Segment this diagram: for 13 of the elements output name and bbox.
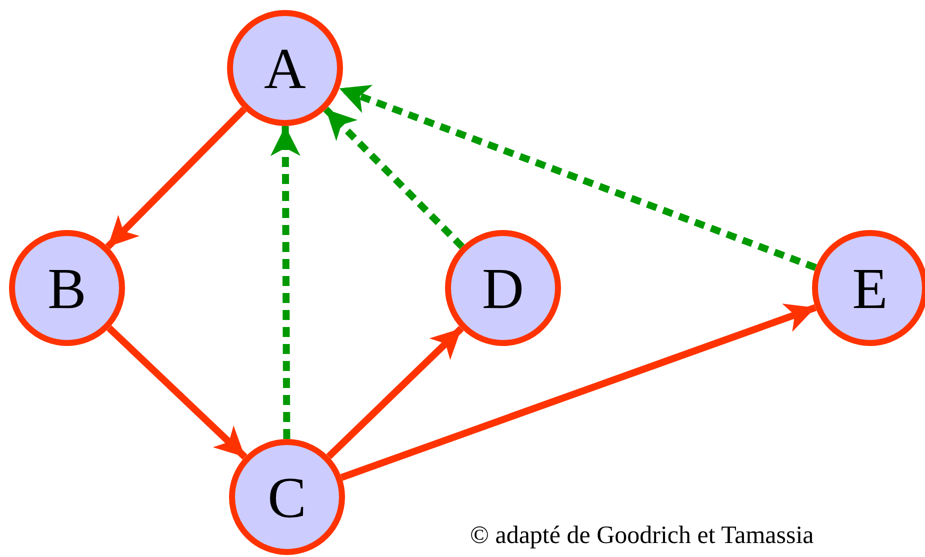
arrow	[105, 106, 247, 250]
arrow	[106, 325, 248, 460]
arrow	[270, 126, 300, 440]
node-circle: D	[445, 230, 561, 346]
node-circle: A	[227, 10, 343, 126]
arrow	[340, 304, 817, 481]
node-circle: C	[229, 439, 345, 555]
arrow	[323, 106, 465, 250]
arrow	[338, 84, 817, 271]
arrow	[326, 326, 464, 460]
node-circle: E	[812, 230, 925, 346]
node-circle: B	[9, 230, 125, 346]
credit-note: © adapté de Goodrich et Tamassia	[470, 522, 814, 550]
